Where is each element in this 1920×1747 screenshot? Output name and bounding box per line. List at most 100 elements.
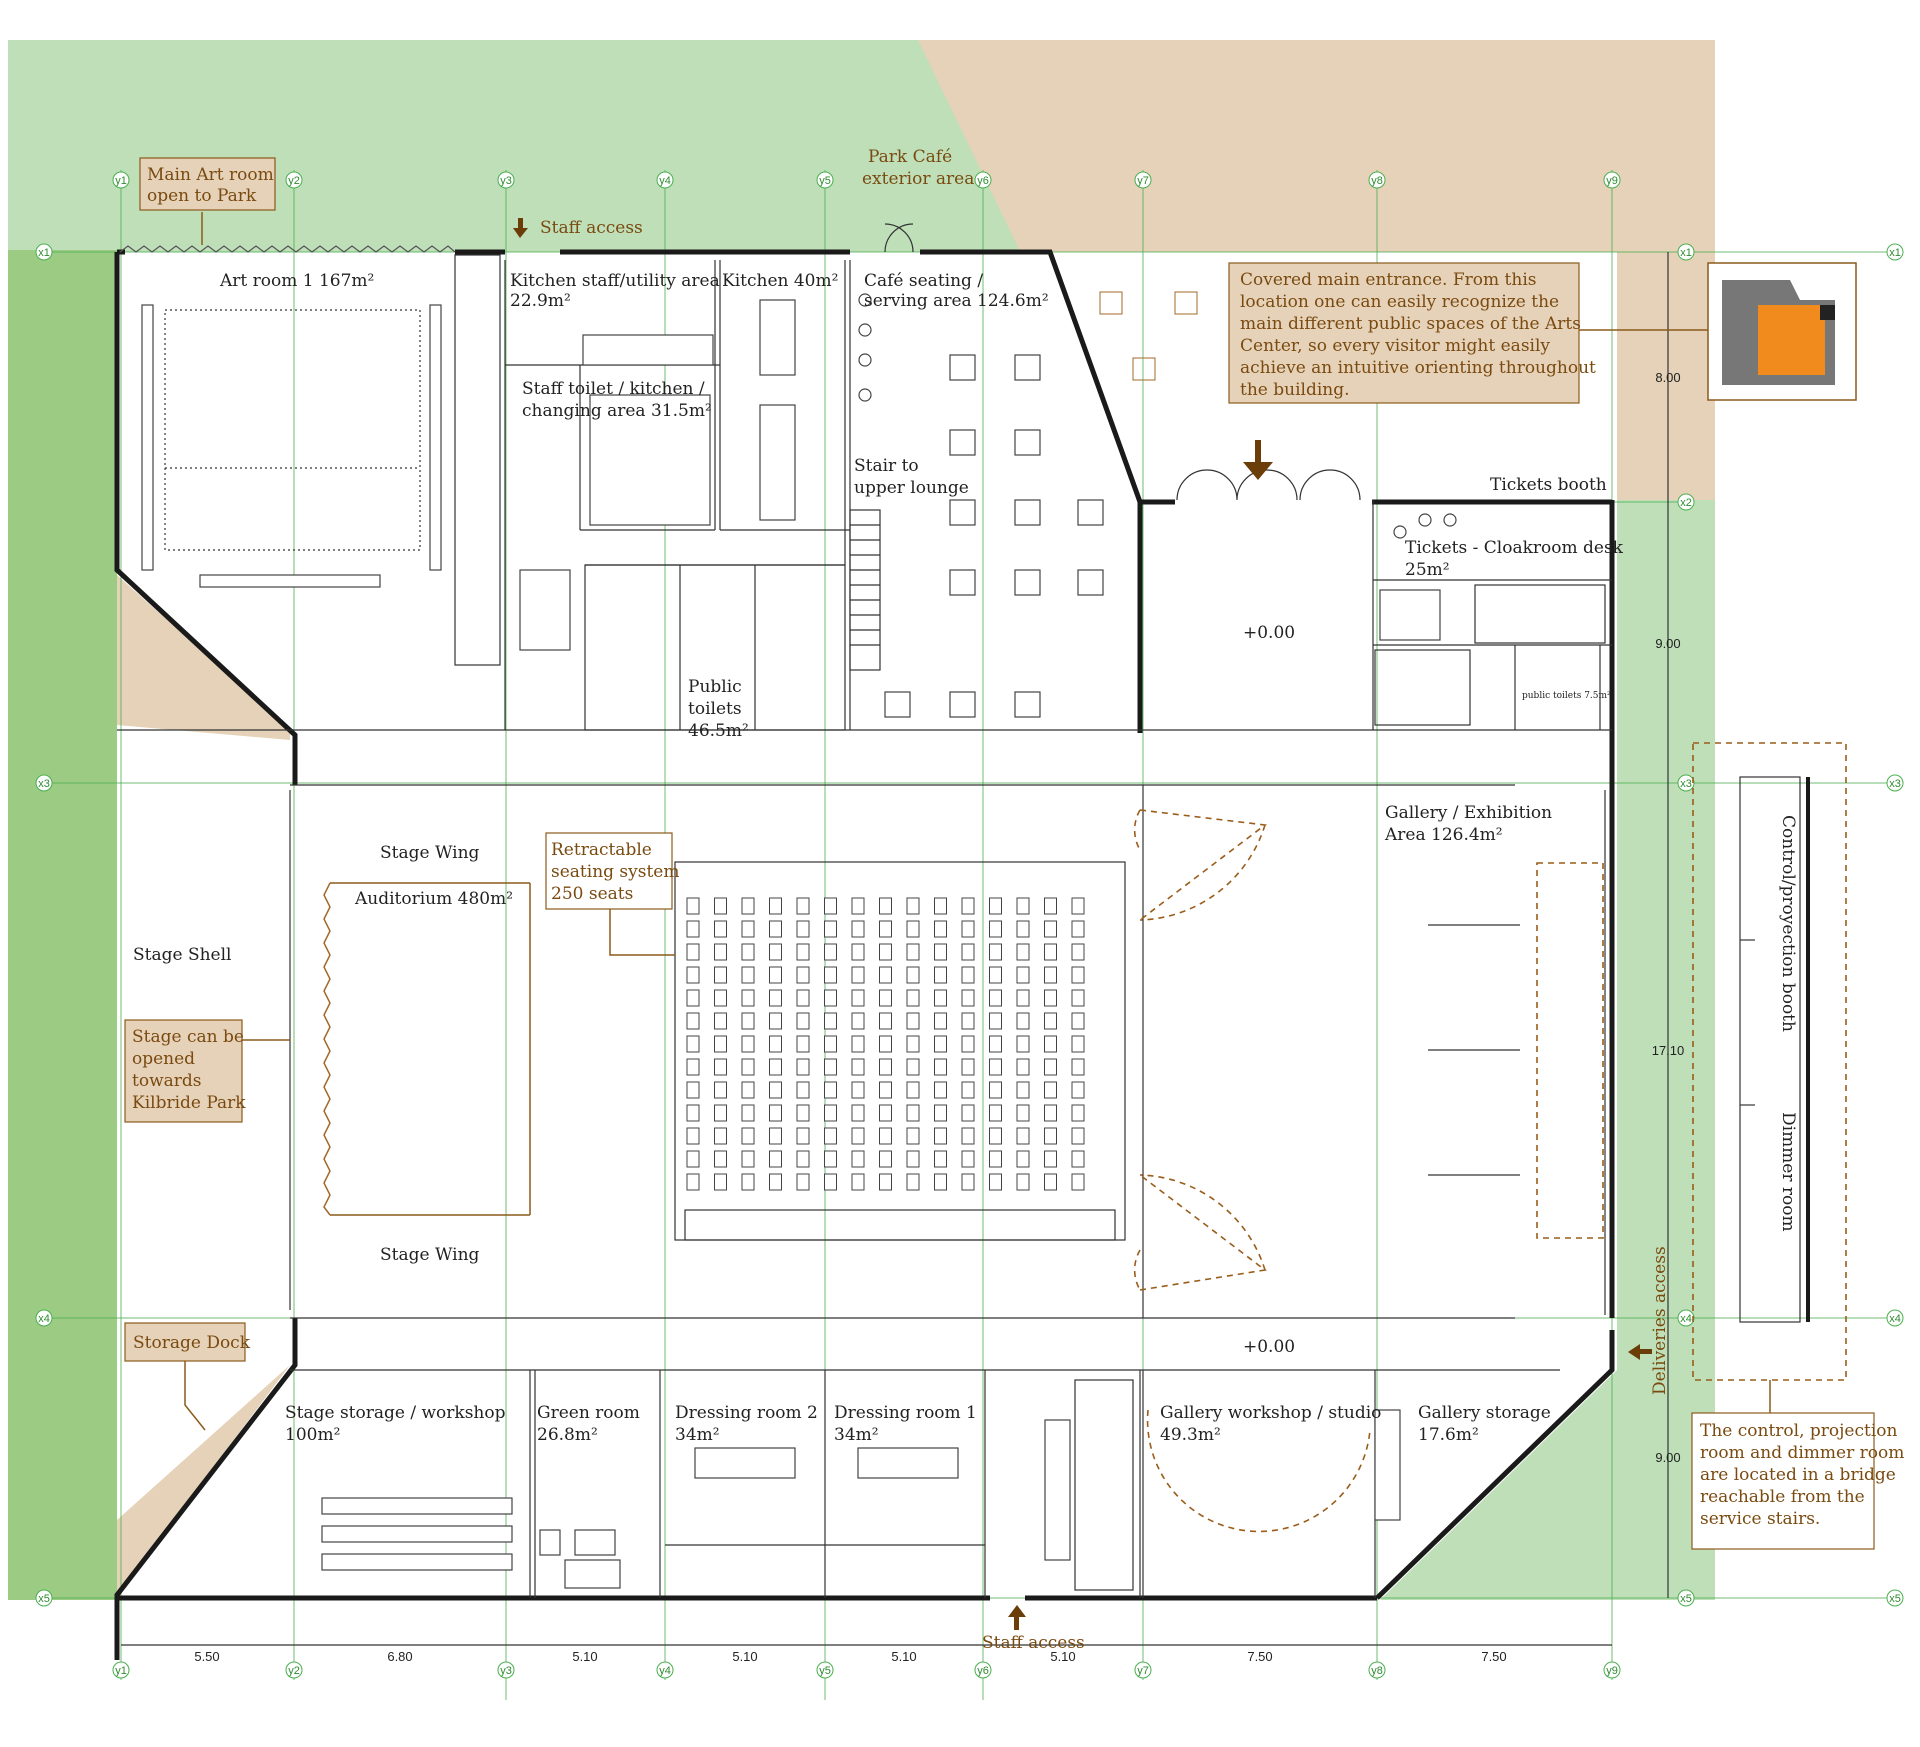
seat xyxy=(879,1104,892,1122)
seat xyxy=(989,897,1002,915)
seat xyxy=(796,989,810,1007)
svg-text:Main Art room: Main Art room xyxy=(147,165,274,185)
label-dressing-2: Dressing room 2 xyxy=(675,1403,818,1423)
svg-text:exterior area: exterior area xyxy=(862,169,974,189)
seat xyxy=(824,966,837,984)
seat xyxy=(796,897,810,915)
key-plan xyxy=(1707,262,1857,401)
seat xyxy=(879,943,892,961)
dim-h-4: 5.10 xyxy=(732,1649,757,1664)
svg-text:y3: y3 xyxy=(500,175,512,187)
nw-corner-lawn xyxy=(117,575,290,740)
seat xyxy=(934,1150,947,1168)
svg-text:y4: y4 xyxy=(659,175,671,187)
svg-text:open to Park: open to Park xyxy=(147,186,257,206)
seat xyxy=(879,920,892,938)
tickets-desk-furniture xyxy=(1374,513,1606,726)
seat xyxy=(686,1173,700,1191)
svg-text:x3: x3 xyxy=(1680,778,1692,790)
svg-text:x4: x4 xyxy=(1889,1313,1901,1325)
seat xyxy=(796,1150,810,1168)
label-small-toilets: public toilets 7.5m² xyxy=(1522,691,1611,701)
svg-text:y3: y3 xyxy=(500,1665,512,1677)
seat xyxy=(1071,966,1085,984)
art-room-folding-wall xyxy=(119,245,456,253)
seat xyxy=(851,1058,865,1076)
seat xyxy=(796,1081,810,1099)
seat xyxy=(769,943,782,961)
seat xyxy=(1016,1127,1030,1145)
seat xyxy=(824,920,837,938)
seat xyxy=(1016,966,1030,984)
svg-text:250 seats: 250 seats xyxy=(551,884,633,904)
dimension-lines xyxy=(121,252,1669,1646)
grid-bubble-y1: y1 y1 xyxy=(112,171,130,1679)
seat xyxy=(879,1058,892,1076)
seat xyxy=(961,920,975,938)
seat xyxy=(714,1104,727,1122)
annotation-control-bridge: The control, projection room and dimmer … xyxy=(1691,1380,1904,1550)
svg-text:y1: y1 xyxy=(115,1665,127,1677)
seat xyxy=(824,1173,837,1191)
seat xyxy=(879,989,892,1007)
cafe-tables xyxy=(858,293,1104,718)
seat xyxy=(741,897,755,915)
se-corner-lawn xyxy=(1380,1370,1617,1600)
seat xyxy=(769,1150,782,1168)
seat xyxy=(714,920,727,938)
svg-text:towards: towards xyxy=(132,1071,202,1091)
seat xyxy=(906,920,920,938)
svg-text:x1: x1 xyxy=(38,247,50,259)
svg-text:y5: y5 xyxy=(819,175,831,187)
dim-v-4: 9.00 xyxy=(1655,1450,1680,1465)
seat xyxy=(851,1104,865,1122)
svg-text:x5: x5 xyxy=(38,1593,50,1605)
seat xyxy=(686,1012,700,1030)
seat xyxy=(934,897,947,915)
seat xyxy=(934,920,947,938)
seat xyxy=(934,943,947,961)
seat xyxy=(714,1127,727,1145)
label-cafe-seating: Café seating / xyxy=(864,271,983,291)
svg-text:y1: y1 xyxy=(115,175,127,187)
seat xyxy=(1071,989,1085,1007)
seat xyxy=(989,1150,1002,1168)
seat xyxy=(851,897,865,915)
seat xyxy=(1044,1173,1057,1191)
label-foyer-level: +0.00 xyxy=(1243,623,1295,643)
seat xyxy=(1044,1058,1057,1076)
label-tickets-desk-area: 25m² xyxy=(1405,560,1450,580)
seat xyxy=(1044,1012,1057,1030)
seat xyxy=(686,966,700,984)
stage-curtain xyxy=(323,882,331,1216)
svg-text:room and dimmer room: room and dimmer room xyxy=(1700,1443,1904,1463)
seat xyxy=(906,1127,920,1145)
seat xyxy=(1016,943,1030,961)
svg-text:x3: x3 xyxy=(1889,778,1901,790)
seat xyxy=(686,1035,700,1053)
seat xyxy=(961,1150,975,1168)
dim-h-7: 7.50 xyxy=(1247,1649,1272,1664)
label-tickets-booth: Tickets booth xyxy=(1490,475,1607,495)
gallery-partition-swings xyxy=(1133,809,1604,1533)
seat xyxy=(824,1081,837,1099)
label-stair-lounge: upper lounge xyxy=(854,478,969,498)
annotation-park-cafe: Park Café exterior area xyxy=(862,147,974,189)
label-auditorium: Auditorium 480m² xyxy=(354,889,513,909)
label-gallery-storage: Gallery storage xyxy=(1418,1403,1551,1423)
seat xyxy=(989,920,1002,938)
seat xyxy=(961,989,975,1007)
seat xyxy=(879,1127,892,1145)
room-labels: Art room 1 167m² Kitchen staff/utility a… xyxy=(133,271,1798,1445)
seat xyxy=(824,1150,837,1168)
svg-text:The control, projection: The control, projection xyxy=(1700,1421,1897,1441)
svg-text:Park Café: Park Café xyxy=(868,147,952,167)
seat xyxy=(741,1035,755,1053)
dimensions-horizontal: 5.50 6.80 5.10 5.10 5.10 5.10 7.50 7.50 xyxy=(194,1649,1506,1664)
